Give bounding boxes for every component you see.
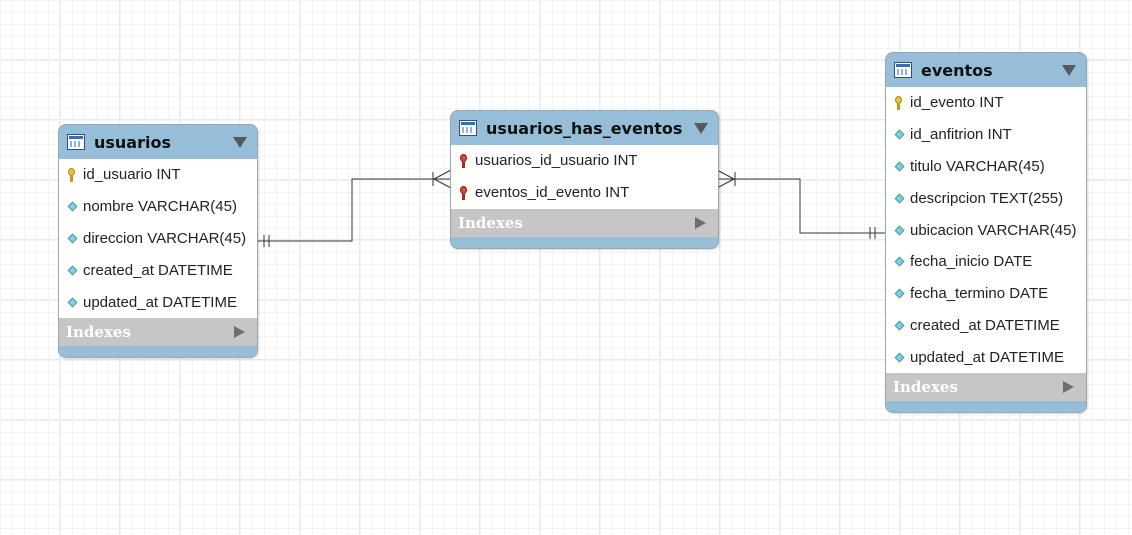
column-label: usuarios_id_usuario INT [475,152,638,170]
column-row[interactable]: direccion VARCHAR(45) [59,223,257,255]
column-row[interactable]: eventos_id_evento INT [451,177,718,209]
entity-usuarios-has-eventos[interactable]: usuarios_has_eventos usuarios_id_usuario… [450,110,719,249]
column-label: fecha_inicio DATE [910,253,1033,271]
indexes-label: Indexes [893,378,958,397]
column-diamond-icon [893,350,906,365]
column-diamond-icon [893,127,906,142]
foreign-key-icon [458,185,471,201]
column-label: updated_at DATETIME [910,348,1064,366]
column-diamond-icon [893,223,906,238]
column-label: created_at DATETIME [910,316,1060,334]
entity-footer [451,236,718,248]
entity-title: eventos [921,60,993,80]
column-diamond-icon [66,295,79,310]
column-label: id_anfitrion INT [910,126,1012,144]
expand-triangle-icon[interactable] [1063,381,1074,394]
indexes-label: Indexes [66,322,131,341]
column-row[interactable]: descripcion TEXT(255) [886,182,1086,214]
entity-footer [59,345,257,357]
entity-eventos[interactable]: eventos id_evento INT id_anfitrion INT t… [885,52,1087,414]
column-list: usuarios_id_usuario INT eventos_id_event… [451,145,718,209]
entity-header[interactable]: usuarios [59,125,257,159]
entity-title: usuarios [94,132,171,152]
column-label: fecha_termino DATE [910,285,1049,303]
entity-header[interactable]: usuarios_has_eventos [451,111,718,145]
column-row[interactable]: updated_at DATETIME [886,341,1086,373]
collapse-triangle-icon[interactable] [1062,65,1076,76]
column-row[interactable]: ubicacion VARCHAR(45) [886,214,1086,246]
column-row[interactable]: id_anfitrion INT [886,119,1086,151]
column-row[interactable]: nombre VARCHAR(45) [59,191,257,223]
column-diamond-icon [893,159,906,174]
table-icon [459,120,477,136]
collapse-triangle-icon[interactable] [233,137,247,148]
table-icon [894,62,912,78]
column-diamond-icon [893,254,906,269]
column-row[interactable]: titulo VARCHAR(45) [886,151,1086,183]
primary-key-icon [893,95,906,111]
expand-triangle-icon[interactable] [234,325,245,338]
column-row[interactable]: fecha_inicio DATE [886,246,1086,278]
entity-usuarios[interactable]: usuarios id_usuario INT nombre VARCHAR(4… [58,124,258,358]
column-label: descripcion TEXT(255) [910,189,1064,207]
foreign-key-icon [458,153,471,169]
column-diamond-icon [66,263,79,278]
column-diamond-icon [66,199,79,214]
column-row[interactable]: id_evento INT [886,87,1086,119]
column-label: eventos_id_evento INT [475,184,630,202]
column-diamond-icon [893,318,906,333]
entity-header[interactable]: eventos [886,53,1086,87]
column-label: created_at DATETIME [83,261,233,279]
column-label: id_evento INT [910,94,1004,112]
entity-title: usuarios_has_eventos [486,118,683,138]
column-list: id_evento INT id_anfitrion INT titulo VA… [886,87,1086,374]
column-list: id_usuario INT nombre VARCHAR(45) direcc… [59,159,257,318]
column-row[interactable]: created_at DATETIME [886,310,1086,342]
indexes-section[interactable]: Indexes [59,317,257,346]
column-label: titulo VARCHAR(45) [910,157,1045,175]
entity-footer [886,401,1086,413]
column-label: nombre VARCHAR(45) [83,198,237,216]
collapse-triangle-icon[interactable] [694,123,708,134]
column-diamond-icon [893,191,906,206]
indexes-section[interactable]: Indexes [451,208,718,237]
primary-key-icon [66,167,79,183]
table-icon [67,134,85,150]
relationship-eventos-to-usuarios-has-eventos[interactable] [716,169,886,239]
column-row[interactable]: usuarios_id_usuario INT [451,145,718,177]
relationship-usuarios-to-usuarios-has-eventos[interactable] [257,169,452,247]
column-label: updated_at DATETIME [83,293,237,311]
column-row[interactable]: created_at DATETIME [59,254,257,286]
column-label: id_usuario INT [83,166,181,184]
indexes-label: Indexes [458,213,523,232]
indexes-section[interactable]: Indexes [886,373,1086,402]
column-label: direccion VARCHAR(45) [83,229,247,247]
column-row[interactable]: fecha_termino DATE [886,278,1086,310]
column-diamond-icon [893,286,906,301]
column-row[interactable]: updated_at DATETIME [59,286,257,318]
column-label: ubicacion VARCHAR(45) [910,221,1077,239]
column-row[interactable]: id_usuario INT [59,159,257,191]
column-diamond-icon [66,231,79,246]
expand-triangle-icon[interactable] [695,216,706,229]
